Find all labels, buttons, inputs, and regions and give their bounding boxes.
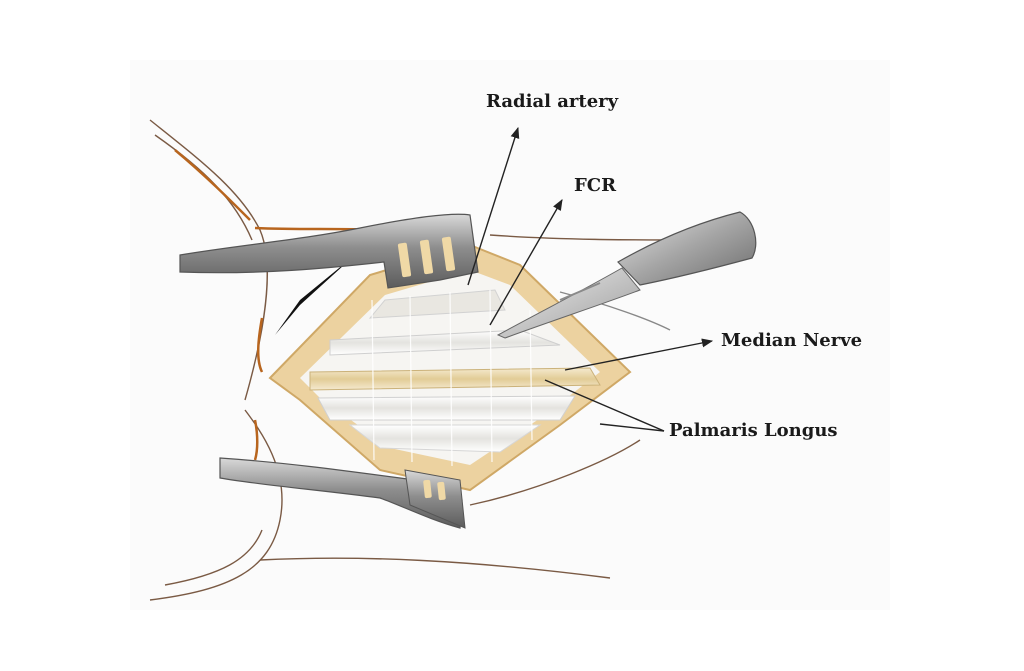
pointer-radial-artery xyxy=(467,126,520,286)
label-median-nerve: Median Nerve xyxy=(721,330,863,351)
pointer-fcr xyxy=(489,199,563,326)
label-radial-artery: Radial artery xyxy=(486,91,619,112)
label-palmaris-longus: Palmaris Longus xyxy=(669,420,838,441)
deep-structures xyxy=(309,289,601,467)
pointer-palmaris-b xyxy=(599,423,665,432)
lower-retractor xyxy=(219,457,466,529)
pointer-palmaris-a xyxy=(544,379,665,432)
label-fcr: FCR xyxy=(574,175,617,196)
pointer-median-nerve xyxy=(564,338,714,371)
upper-retractor xyxy=(179,213,479,289)
leader-lines xyxy=(467,126,714,432)
scalpel xyxy=(496,211,757,339)
